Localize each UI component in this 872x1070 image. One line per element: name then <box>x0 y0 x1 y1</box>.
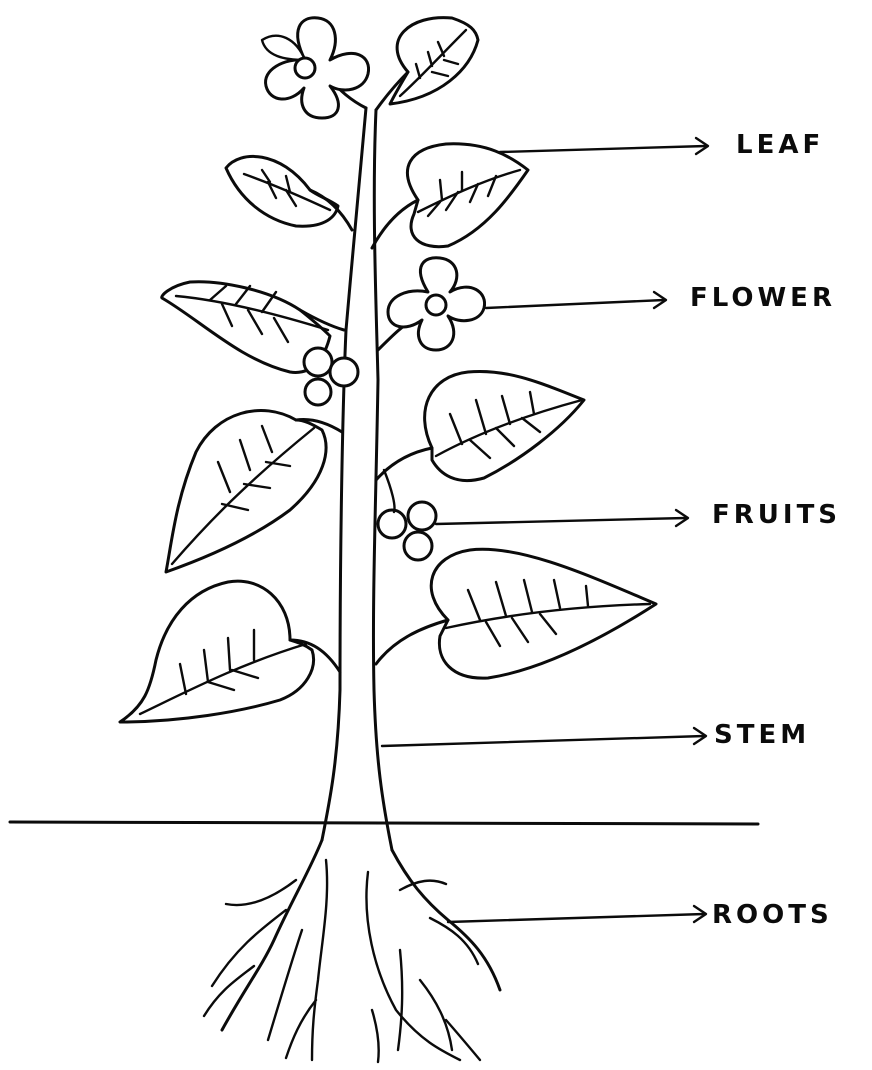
fruit-cluster-upper <box>304 348 358 405</box>
leaf-upper-left <box>226 156 338 226</box>
leaf-upper-right <box>407 144 528 247</box>
leaf-right-bottom <box>431 549 656 678</box>
leaf-right-mid <box>425 371 584 480</box>
label-fruits: FRUITS <box>712 500 841 530</box>
leaf-left-lower <box>166 410 326 572</box>
leaf-top-right <box>390 18 478 104</box>
arrow-roots <box>448 906 706 922</box>
fruit-cluster-lower <box>378 470 436 560</box>
label-stem: STEM <box>714 720 810 750</box>
leaf-left-bottom <box>120 581 314 722</box>
arrow-stem <box>382 728 706 746</box>
arrow-fruits <box>436 510 688 526</box>
flower-top <box>262 18 369 118</box>
label-leaf: LEAF <box>736 130 824 160</box>
label-flower: FLOWER <box>690 283 836 313</box>
flower-middle <box>388 258 485 350</box>
branch-right-mid <box>376 448 432 480</box>
arrow-leaf <box>500 138 708 154</box>
arrow-flower <box>486 292 666 308</box>
branch-right-bottom <box>376 620 448 664</box>
branch-left-bottom <box>290 640 340 672</box>
label-roots: ROOTS <box>712 900 833 930</box>
roots <box>204 840 500 1062</box>
ground-line <box>10 822 758 824</box>
stem <box>322 108 392 850</box>
